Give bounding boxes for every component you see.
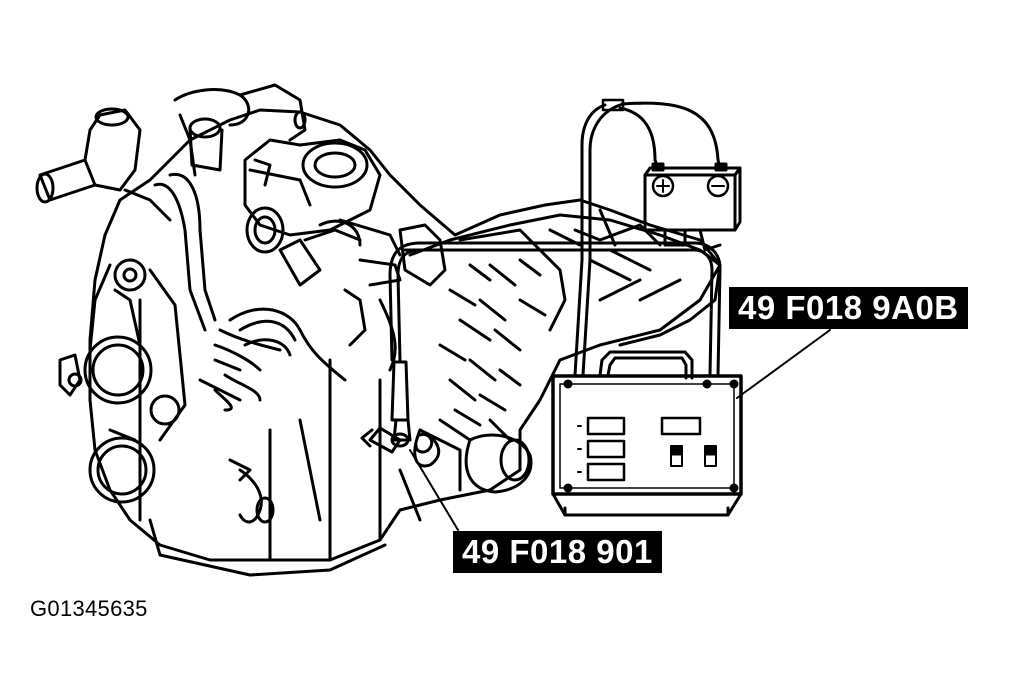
tester-handle (598, 350, 694, 380)
battery-cables (573, 98, 722, 377)
upper-engine (35, 83, 447, 402)
leader-lines (409, 329, 831, 531)
callout-label-tester: 49 F018 9A0B (729, 287, 968, 329)
tester-leads (360, 241, 722, 454)
leader-line-tester (736, 329, 831, 399)
front-pulleys (58, 258, 187, 504)
leader-line-adapter (409, 449, 459, 531)
tester-box (551, 374, 743, 517)
figure-id-label: G01345635 (30, 596, 148, 621)
engine-block (88, 108, 722, 577)
callout-label-adapter: 49 F018 901 (453, 531, 662, 573)
